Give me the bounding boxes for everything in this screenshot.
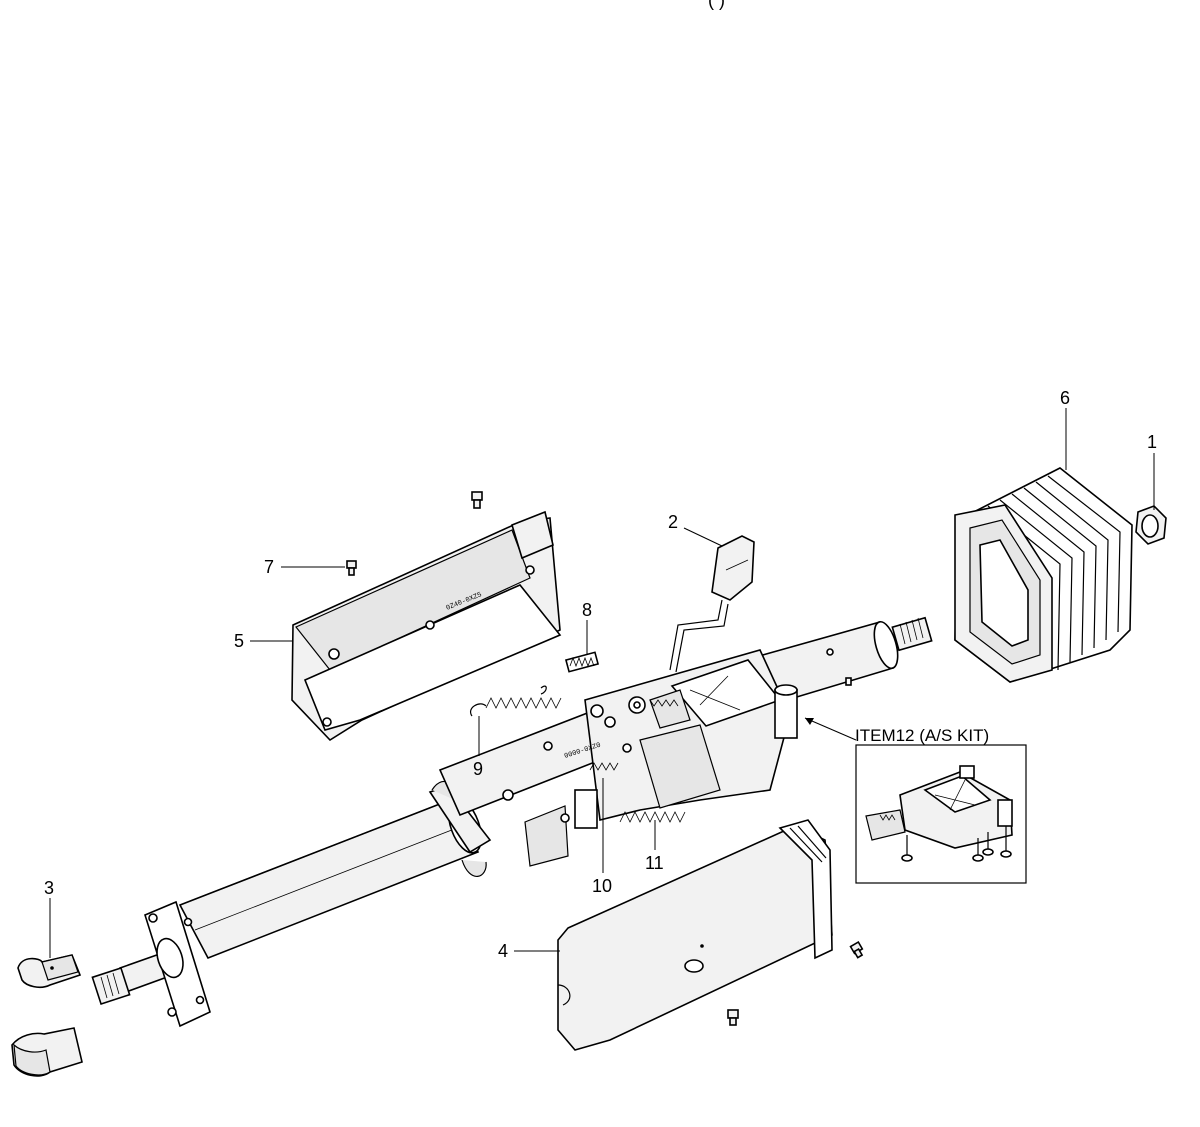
- tilt-housing: 0000-0XZ0: [438, 649, 798, 867]
- header-partial-text: ( ): [708, 0, 725, 10]
- column-tube: [178, 798, 483, 960]
- long-spring: [470, 685, 562, 717]
- callout-1: 1: [1147, 432, 1157, 452]
- callout-10: 10: [592, 876, 612, 896]
- hex-nut: [1135, 505, 1167, 545]
- callout-5: 5: [234, 631, 244, 651]
- spline-end: [91, 967, 131, 1005]
- as-kit-label: ITEM12 (A/S KIT): [855, 726, 989, 745]
- callout-3: 3: [44, 878, 54, 898]
- bushing-upper: [17, 954, 82, 988]
- spring-10: [589, 762, 619, 771]
- callouts: 1 2 3 4 5 6 7 8 9 10 11 ITEM12 (A/S KIT): [44, 388, 1157, 961]
- boot-bellows: [954, 467, 1133, 683]
- spring-11: [619, 811, 686, 823]
- lower-cover: [557, 819, 833, 1051]
- cover-screw-top: [471, 491, 483, 509]
- as-kit-inset: [855, 744, 1027, 884]
- callout-8: 8: [582, 600, 592, 620]
- callout-6: 6: [1060, 388, 1070, 408]
- cover-screw-7: [346, 560, 357, 576]
- callout-4: 4: [498, 941, 508, 961]
- small-spring: [564, 651, 600, 673]
- lower-shaft: [91, 900, 211, 1028]
- leader-lines: [49, 408, 1155, 958]
- lower-cover-screw-right: [849, 940, 864, 959]
- callout-2: 2: [668, 512, 678, 532]
- callout-11: 11: [645, 853, 664, 873]
- upper-cover: 0Z40-0XZ5: [291, 510, 562, 742]
- tilt-lever: [669, 535, 755, 673]
- callout-9: 9: [473, 759, 483, 779]
- lower-cover-screw-bottom: [727, 1009, 739, 1026]
- bushing-lower: [11, 1027, 83, 1077]
- callout-7: 7: [264, 557, 274, 577]
